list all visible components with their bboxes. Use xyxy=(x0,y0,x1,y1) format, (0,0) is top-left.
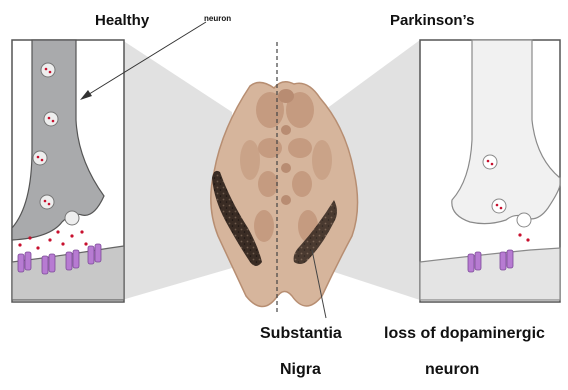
receptor xyxy=(42,256,48,274)
receptor xyxy=(88,246,94,264)
parkinsons-panel xyxy=(420,40,560,302)
receptor xyxy=(468,254,474,272)
vesicle xyxy=(44,112,58,126)
vesicle xyxy=(517,213,531,227)
healthy-heading: Healthy xyxy=(95,12,149,29)
vesicle xyxy=(492,199,506,213)
vesicle xyxy=(33,151,47,165)
parkinsons-heading: Parkinson’s xyxy=(390,12,474,29)
vesicle xyxy=(41,63,55,77)
loss-label-line1: loss of dopaminergic xyxy=(384,325,545,343)
receptor xyxy=(18,254,24,272)
loss-label-line2: neuron xyxy=(425,361,479,379)
vesicle xyxy=(40,195,54,209)
vesicle xyxy=(65,211,79,225)
vesicle xyxy=(483,155,497,169)
substantia-nigra-label-line2: Nigra xyxy=(280,361,321,379)
neuron-callout-label: neuron xyxy=(204,14,231,23)
receptor xyxy=(500,252,506,270)
healthy-panel xyxy=(12,40,124,302)
substantia-nigra-label-line1: Substantia xyxy=(260,325,342,343)
receptor xyxy=(66,252,72,270)
